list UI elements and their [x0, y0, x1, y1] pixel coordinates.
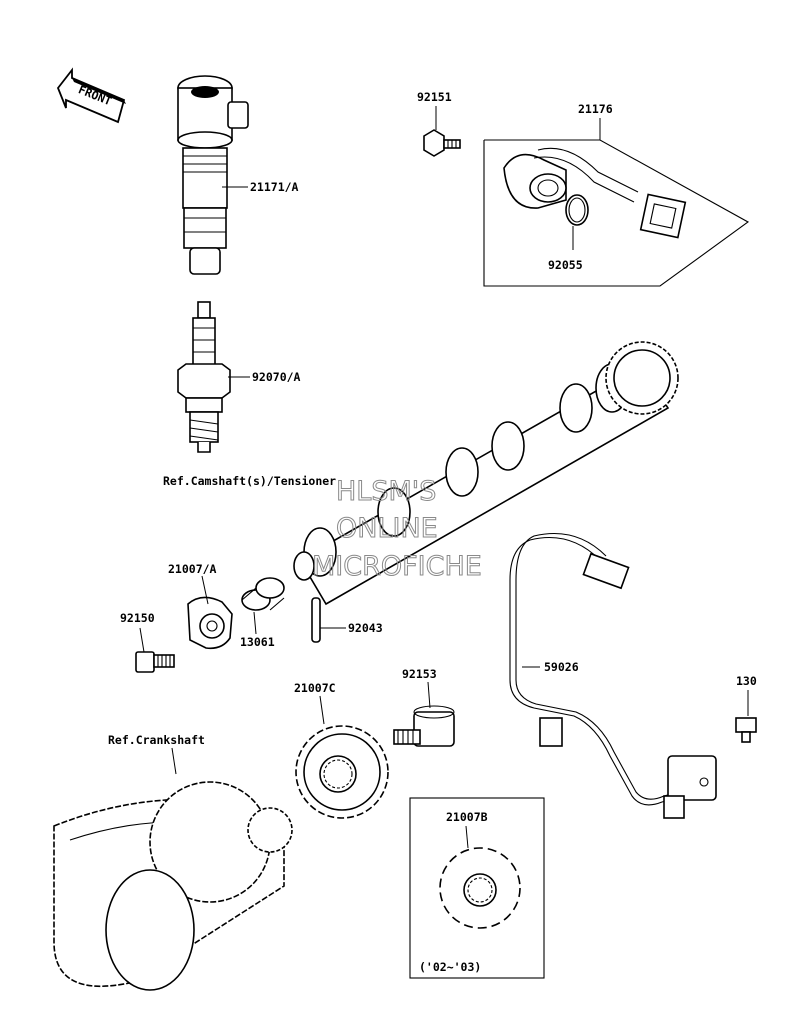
- wiring-harness: [509, 533, 695, 806]
- watermark: HLSM'S ONLINE MICROFICHE: [312, 476, 483, 583]
- inset-box-21007b: [409, 797, 545, 979]
- watermark-line-3: MICROFICHE: [312, 551, 482, 582]
- part-label-92151: 92151: [417, 90, 452, 104]
- watermark-line-1: HLSM'S: [336, 476, 436, 507]
- sensor-assembly-frame: [483, 118, 750, 287]
- part-label-21007b: 21007B: [446, 810, 488, 824]
- part-label-13061: 13061: [240, 635, 275, 649]
- bolt-92150: [135, 627, 175, 673]
- part-label-92150: 92150: [120, 611, 155, 625]
- years-note: ('02~'03): [419, 960, 481, 974]
- part-label-59026: 59026: [544, 660, 579, 674]
- part-label-92055: 92055: [548, 258, 583, 272]
- crankshaft: [53, 747, 293, 991]
- dowel-pin-92043: [311, 597, 346, 643]
- collar-13061: [241, 577, 285, 635]
- ref-camshaft: Ref.Camshaft(s)/Tensioner: [163, 474, 336, 488]
- bolt-92153: [393, 681, 455, 747]
- cam-position-sensor: [503, 147, 687, 239]
- watermark-line-2: ONLINE: [336, 513, 438, 544]
- part-label-21176: 21176: [578, 102, 613, 116]
- part-label-92070a: 92070/A: [252, 370, 301, 384]
- part-label-92153: 92153: [402, 667, 437, 681]
- spark-plug: [177, 301, 250, 453]
- part-label-21007a: 21007/A: [168, 562, 217, 576]
- crank-position-sensor: [663, 690, 757, 819]
- part-label-21007c: 21007C: [294, 681, 336, 695]
- bolt-92151: [423, 106, 461, 157]
- ref-crankshaft: Ref.Crankshaft: [108, 733, 205, 747]
- part-label-92043: 92043: [348, 621, 383, 635]
- ignition-coil: [177, 75, 249, 275]
- timing-rotor-21007a: [187, 575, 233, 650]
- camshaft: [293, 341, 679, 606]
- front-arrow-icon: FRONT: [56, 67, 126, 124]
- timing-rotor-21007c: [295, 695, 389, 819]
- part-label-21171a: 21171/A: [250, 180, 299, 194]
- part-label-130: 130: [736, 674, 757, 688]
- o-ring: [565, 194, 589, 250]
